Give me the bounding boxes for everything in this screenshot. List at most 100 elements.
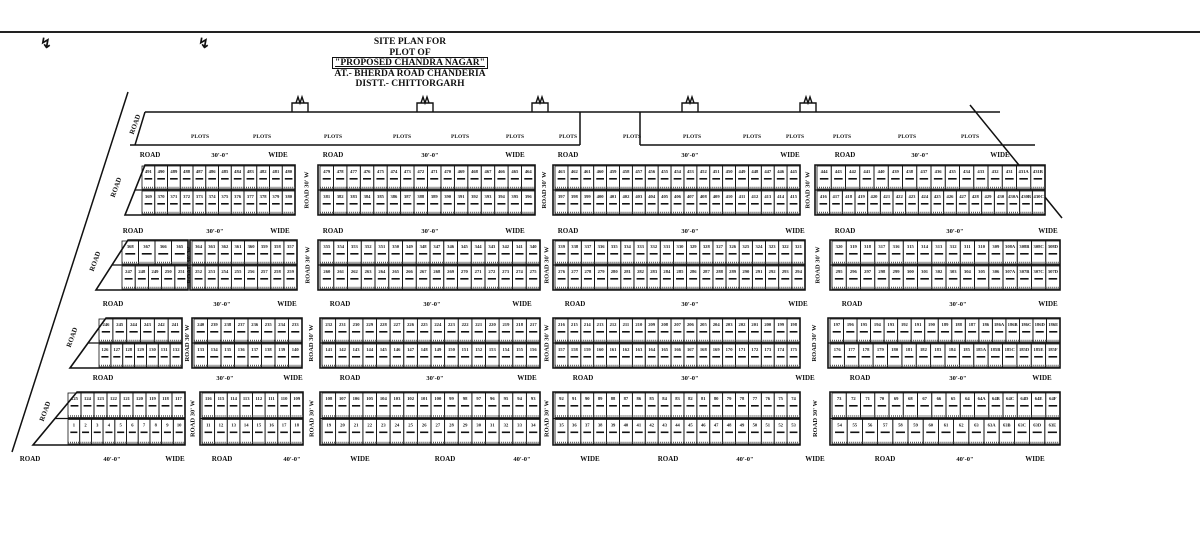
plot-number: 77 — [753, 396, 758, 401]
plot-number: 278 — [584, 269, 592, 274]
plot-size-mark — [324, 405, 333, 407]
plot-cell — [283, 265, 298, 290]
plot-number: 362 — [221, 244, 229, 249]
plot-size-mark — [905, 178, 914, 180]
plot-number: 254 — [221, 269, 229, 274]
plot-number: 269 — [447, 269, 455, 274]
plot-size-mark — [846, 331, 855, 333]
plot-number: 7 — [143, 423, 146, 428]
plot-number: 305 — [978, 269, 986, 274]
plot-size-mark — [1020, 253, 1029, 255]
plot-number: 209 — [648, 322, 656, 327]
plot-size-mark — [755, 253, 763, 255]
plot-number: 33 — [517, 423, 522, 428]
plot-cell — [786, 392, 801, 418]
plot-number: 322 — [782, 244, 790, 249]
plot-size-mark — [906, 253, 915, 255]
plot-size-mark — [636, 253, 645, 255]
plot-number: 476 — [364, 169, 372, 174]
plot-size-mark — [947, 356, 957, 358]
plot-number: 457 — [635, 169, 643, 174]
plot-number: 355 — [323, 244, 331, 249]
electric-tower-icon — [799, 94, 817, 112]
plot-size-mark — [443, 203, 452, 205]
plot-number: 64C — [1006, 396, 1014, 401]
plot-size-mark — [529, 431, 538, 434]
plot-number: 214 — [584, 322, 592, 327]
plot-size-mark — [349, 203, 358, 205]
plot-number: 72 — [851, 396, 856, 401]
plot-size-mark — [141, 253, 152, 255]
plot-number: 422 — [896, 194, 904, 199]
plot-number: 21 — [354, 423, 359, 428]
plot-number: 388 — [417, 194, 425, 199]
plot-size-mark — [83, 405, 92, 407]
plot-size-mark — [976, 178, 986, 180]
plot-size-mark — [991, 278, 1001, 280]
plots-label: PLOTS — [786, 134, 804, 140]
plot-number: 258 — [274, 269, 282, 274]
plot-size-mark — [277, 356, 286, 358]
plot-number: 372 — [183, 194, 191, 199]
plot-size-mark — [920, 405, 929, 407]
plot-number: 312 — [950, 244, 958, 249]
plot-number: 54 — [837, 423, 842, 428]
plot-number: 220 — [489, 322, 497, 327]
plot-size-mark — [725, 431, 733, 434]
plot-number: 202 — [739, 322, 747, 327]
plot-size-mark — [609, 178, 617, 180]
road-width-label: 30'-0" — [426, 375, 443, 382]
plot-size-mark — [741, 253, 750, 255]
plot-number: 461 — [584, 169, 592, 174]
plot-number: 439 — [892, 169, 900, 174]
plot-size-mark — [583, 253, 592, 255]
plot-number: 410 — [726, 194, 734, 199]
plot-number: 61 — [944, 423, 949, 428]
plot-size-mark — [702, 253, 711, 255]
plot-number: 375 — [221, 194, 229, 199]
plot-size-mark — [1048, 356, 1058, 358]
plot-size-mark — [557, 331, 566, 333]
plot-number: 367 — [143, 244, 151, 249]
plot-size-mark — [781, 278, 790, 280]
plot-size-mark — [919, 356, 928, 358]
plot-size-mark — [634, 405, 643, 407]
plot-size-mark — [351, 405, 361, 407]
plot-size-mark — [207, 278, 216, 280]
plot-number: 27 — [436, 423, 441, 428]
plot-cell — [791, 240, 806, 265]
plot-size-mark — [891, 178, 900, 180]
road-width-label: 30'-0" — [213, 301, 230, 308]
road-wide-label: WIDE — [785, 227, 805, 235]
plot-number: 335 — [611, 244, 619, 249]
plot-number: 186B — [1008, 322, 1018, 327]
plot-number: 143 — [353, 347, 361, 352]
plot-number: 430A — [1008, 194, 1019, 199]
plot-number: 324 — [756, 244, 764, 249]
plot-size-mark — [377, 278, 386, 280]
plot-size-mark — [1048, 253, 1058, 255]
plot-number: 277 — [571, 269, 579, 274]
plot-number: 155 — [516, 347, 524, 352]
plot-number: 281 — [624, 269, 632, 274]
plot-number: 293 — [782, 269, 790, 274]
plot-number: 467 — [485, 169, 493, 174]
plot-size-mark — [557, 253, 566, 255]
plot-size-mark — [363, 178, 372, 180]
plot-size-mark — [457, 203, 466, 205]
plot-size-mark — [981, 331, 990, 333]
plot-size-mark — [501, 356, 511, 358]
plot-number: 69 — [894, 396, 899, 401]
plot-size-mark — [634, 431, 643, 434]
plot-number: 344 — [475, 244, 483, 249]
plot-number: 228 — [380, 322, 388, 327]
plot-size-mark — [247, 253, 255, 255]
plot-size-mark — [286, 278, 295, 280]
plot-size-mark — [277, 331, 286, 333]
plot-size-mark — [835, 431, 845, 434]
plot-number: 273 — [502, 269, 510, 274]
plot-size-mark — [1034, 356, 1043, 358]
plot-number: 474 — [390, 169, 398, 174]
plot-size-mark — [322, 178, 331, 180]
title-line-2: PLOT OF — [389, 47, 431, 58]
